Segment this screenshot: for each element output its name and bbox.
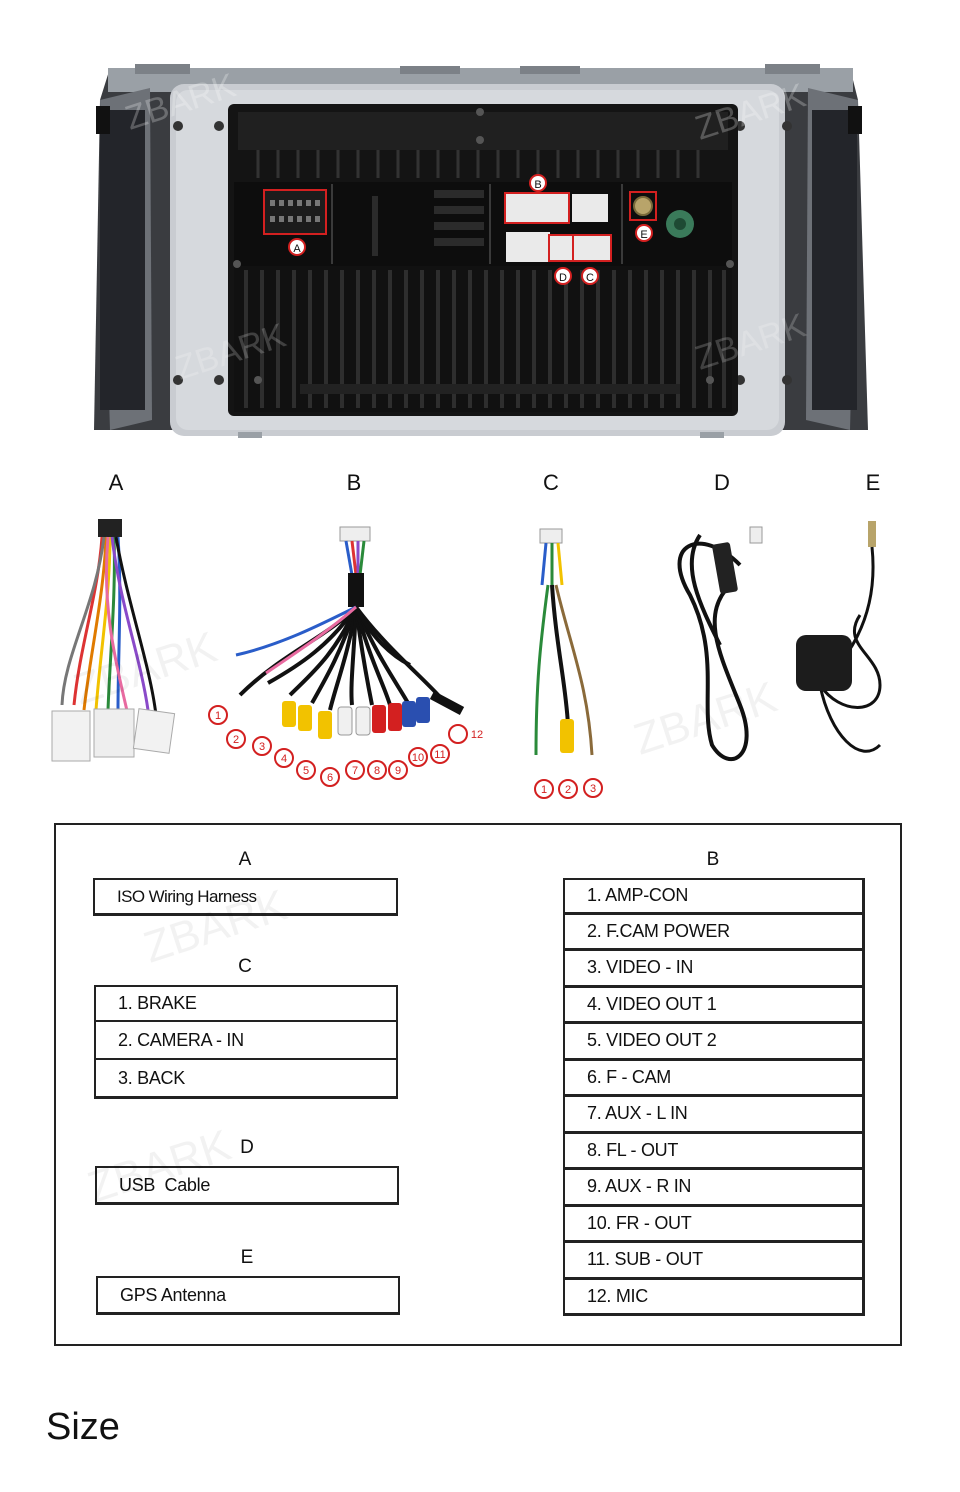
legend-title-c: C xyxy=(238,956,252,977)
top-vents xyxy=(256,150,700,178)
gps-puck xyxy=(796,635,852,691)
size-heading: Size xyxy=(46,1406,120,1448)
head-unit-marker-b: B xyxy=(529,174,547,192)
c-marker-2: 2 xyxy=(558,779,578,799)
cable-illustrations: ZBARK ZBARK xyxy=(51,519,882,765)
cable-b-rca-harness xyxy=(235,526,465,739)
svg-text:A: A xyxy=(293,243,301,255)
svg-text:1: 1 xyxy=(215,710,221,722)
legend-b-row: 2. F.CAM POWER xyxy=(563,914,865,951)
legend-title-d: D xyxy=(240,1137,254,1158)
b-marker-2: 2 xyxy=(226,729,246,749)
b-marker-3: 3 xyxy=(252,736,272,756)
cable-a-iso-harness xyxy=(51,519,176,762)
c-marker-3: 3 xyxy=(583,778,603,798)
svg-text:11: 11 xyxy=(434,749,445,761)
watermark: ZBARK xyxy=(138,881,293,973)
cable-letter-a: A xyxy=(108,470,124,495)
legend-b-row: 8. FL - OUT xyxy=(563,1133,865,1170)
b-marker-10: 10 xyxy=(408,747,428,767)
connector-c-socket xyxy=(574,236,610,260)
legend-b-row: 10. FR - OUT xyxy=(563,1206,865,1243)
cable-number-markers: 1 2 3 4 5 6 7 8 9 10 11 12 1 2 3 xyxy=(208,705,603,799)
cable-c-harness xyxy=(534,528,594,756)
svg-text:E: E xyxy=(640,229,647,241)
connector-b-socket xyxy=(506,194,568,222)
svg-text:2: 2 xyxy=(233,734,239,746)
c-marker-1: 1 xyxy=(534,779,554,799)
connector-legend xyxy=(54,823,902,1346)
connector-d-socket xyxy=(550,236,572,260)
b-marker-4: 4 xyxy=(274,748,294,768)
legend-title-b: B xyxy=(706,849,720,870)
legend-b-row: 9. AUX - R IN xyxy=(563,1170,865,1207)
b-marker-9: 9 xyxy=(388,760,408,780)
cable-letter-d: D xyxy=(714,470,730,495)
legend-b-table: 1. AMP-CON 2. F.CAM POWER 3. VIDEO - IN … xyxy=(563,878,865,1316)
cable-letter-c: C xyxy=(543,470,559,495)
svg-text:D: D xyxy=(559,272,567,284)
svg-text:9: 9 xyxy=(395,765,401,777)
svg-text:5: 5 xyxy=(303,765,309,777)
cable-d-usb xyxy=(677,526,763,762)
legend-b-row: 11. SUB - OUT xyxy=(563,1243,865,1280)
legend-title-a: A xyxy=(238,849,252,870)
svg-text:2: 2 xyxy=(565,784,571,796)
legend-c-item: 3. BACK xyxy=(94,1060,398,1099)
head-unit-marker-a: A xyxy=(288,238,306,256)
svg-text:C: C xyxy=(586,272,594,284)
b-marker-8: 8 xyxy=(367,760,387,780)
b-marker-7: 7 xyxy=(345,760,365,780)
svg-text:7: 7 xyxy=(352,765,358,777)
gps-antenna-port xyxy=(633,196,653,216)
legend-b-row: 5. VIDEO OUT 2 xyxy=(563,1024,865,1061)
b-marker-12: 12 xyxy=(448,724,483,744)
legend-b-row: 7. AUX - L IN xyxy=(563,1097,865,1134)
watermark: ZBARK xyxy=(82,1121,237,1213)
svg-text:12: 12 xyxy=(471,729,483,741)
b-marker-11: 11 xyxy=(430,744,450,764)
legend-b-row: 6. F - CAM xyxy=(563,1060,865,1097)
svg-text:8: 8 xyxy=(374,765,380,777)
b-marker-5: 5 xyxy=(296,760,316,780)
cable-e-gps xyxy=(796,521,882,753)
legend-c-item: 1. BRAKE xyxy=(94,985,398,1023)
legend-c-item: 2. CAMERA - IN xyxy=(94,1022,398,1061)
head-unit-rear-view: A B C D E ZBARK ZBARK ZBARK ZBARK xyxy=(94,64,868,438)
b-marker-6: 6 xyxy=(320,767,340,787)
legend-d-item: USB Cable xyxy=(95,1166,399,1205)
cable-letter-e: E xyxy=(865,470,881,495)
svg-text:10: 10 xyxy=(412,752,424,764)
rca-plugs xyxy=(282,691,465,739)
legend-e-item: GPS Antenna xyxy=(96,1276,400,1315)
svg-text:4: 4 xyxy=(281,753,287,765)
head-unit-marker-e: E xyxy=(635,224,653,242)
legend-b-row: 12. MIC xyxy=(563,1279,865,1316)
legend-watermarks: ZBARK ZBARK xyxy=(82,881,293,1213)
svg-text:1: 1 xyxy=(541,784,547,796)
legend-b-row: 4. VIDEO OUT 1 xyxy=(563,987,865,1024)
svg-text:6: 6 xyxy=(327,772,333,784)
legend-a-item: ISO Wiring Harness xyxy=(93,878,398,916)
b-marker-1: 1 xyxy=(208,705,228,725)
head-unit-marker-c: C xyxy=(581,267,599,285)
svg-text:B: B xyxy=(534,179,541,191)
legend-b-row: 3. VIDEO - IN xyxy=(563,951,865,988)
cable-letter-b: B xyxy=(346,470,362,495)
head-unit-marker-d: D xyxy=(554,267,572,285)
connector-a-socket xyxy=(263,189,327,235)
svg-text:3: 3 xyxy=(259,741,265,753)
legend-title-e: E xyxy=(240,1247,254,1268)
svg-text:3: 3 xyxy=(590,783,596,795)
legend-b-row: 1. AMP-CON xyxy=(563,878,865,915)
